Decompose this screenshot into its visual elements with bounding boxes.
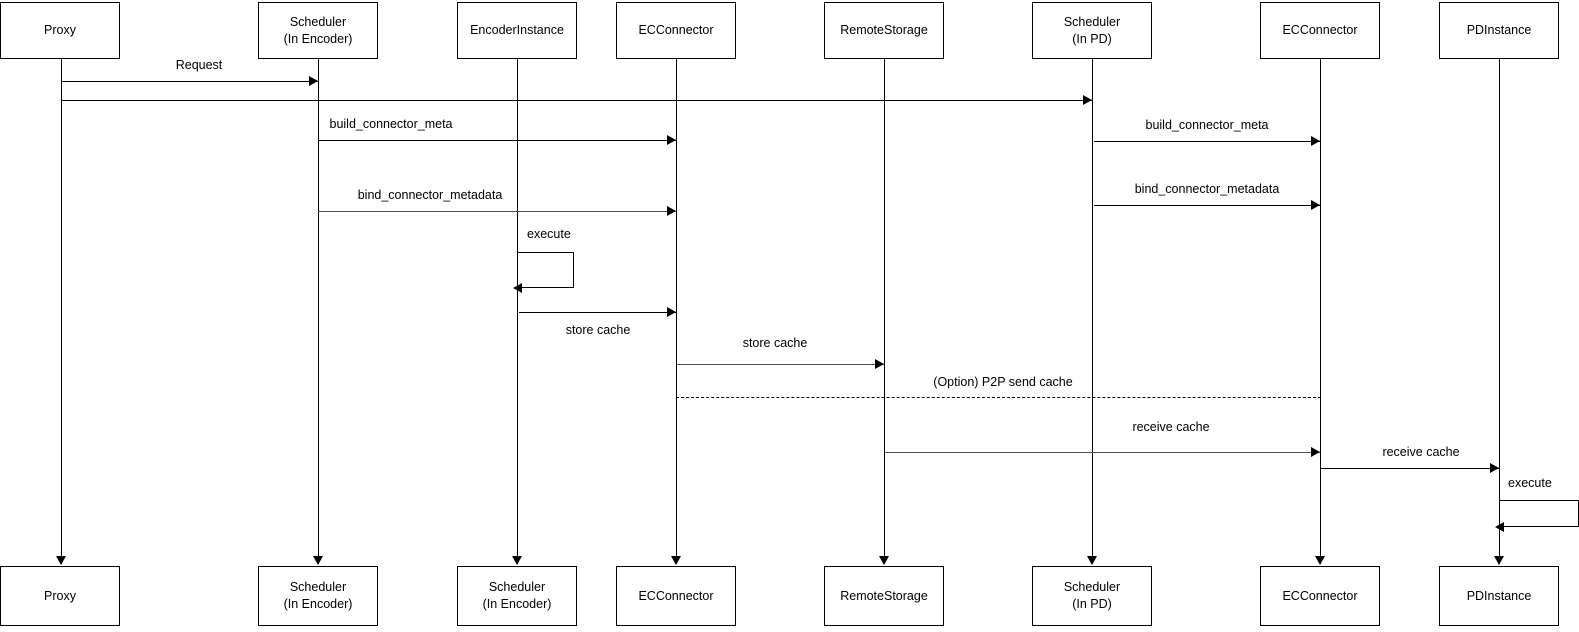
participant-top-scheduler-enc[interactable]: Scheduler (In Encoder)	[258, 2, 378, 59]
self-loop-execute-pd	[1500, 500, 1579, 527]
message-line-bind-connector-meta-enc	[318, 211, 676, 212]
participant-bottom-encoder-inst[interactable]: Scheduler (In Encoder)	[457, 566, 577, 626]
participant-sublabel: (In PD)	[1072, 31, 1112, 46]
participant-label: RemoteStorage	[840, 588, 928, 603]
message-arrow-build-connector-meta-enc	[667, 135, 676, 145]
participant-bottom-pdinstance[interactable]: PDInstance	[1439, 566, 1559, 626]
lifeline-end-arrow-ecconnector-1	[671, 556, 681, 565]
message-arrow-request	[309, 76, 318, 86]
participant-sublabel: (In PD)	[1072, 597, 1112, 611]
participant-bottom-ecconnector-1[interactable]: ECConnector	[616, 566, 736, 626]
message-line-bind-connector-meta-pd	[1094, 205, 1320, 206]
message-label-receive-cache-remote: receive cache	[1132, 420, 1210, 434]
lifeline-scheduler-pd	[1092, 59, 1093, 564]
lifeline-end-arrow-pdinstance	[1494, 556, 1504, 565]
lifeline-proxy	[61, 59, 62, 564]
participant-sublabel: (In Encoder)	[283, 31, 353, 46]
message-arrow-build-connector-meta-pd	[1311, 136, 1320, 146]
participant-label: ECConnector	[1282, 588, 1358, 603]
participant-label: Scheduler	[488, 580, 546, 595]
participant-top-encoder-inst[interactable]: EncoderInstance	[457, 2, 577, 59]
message-label-build-connector-meta-pd: build_connector_meta	[1145, 118, 1269, 132]
message-label-p2p-send-cache: (Option) P2P send cache	[933, 375, 1073, 389]
participant-label: Scheduler	[1063, 14, 1121, 29]
participant-bottom-remotestorage[interactable]: RemoteStorage	[824, 566, 944, 626]
participant-bottom-ecconnector-2[interactable]: ECConnector	[1260, 566, 1380, 626]
participant-top-ecconnector-2[interactable]: ECConnector	[1260, 2, 1380, 59]
message-label-store-cache-local: store cache	[565, 323, 631, 337]
participant-bottom-scheduler-enc[interactable]: Scheduler (In Encoder)	[258, 566, 378, 626]
lifeline-encoder-inst	[517, 59, 518, 564]
message-label-bind-connector-meta-enc: bind_connector_metadata	[357, 188, 503, 202]
participant-label: Scheduler	[289, 580, 347, 595]
lifeline-end-arrow-remotestorage	[879, 556, 889, 565]
message-label-store-cache-remote: store cache	[742, 336, 808, 350]
message-line-store-cache-local	[519, 312, 676, 313]
message-arrow-execute-encoder	[513, 283, 522, 293]
participant-label: PDInstance	[1466, 588, 1532, 603]
message-line-request	[61, 81, 318, 82]
message-arrow-receive-cache-remote	[1311, 447, 1320, 457]
participant-label: PDInstance	[1466, 23, 1532, 38]
participant-top-remotestorage[interactable]: RemoteStorage	[824, 2, 944, 59]
participant-label: RemoteStorage	[840, 23, 928, 38]
lifeline-end-arrow-scheduler-enc	[313, 556, 323, 565]
lifeline-end-arrow-scheduler-pd	[1087, 556, 1097, 565]
participant-sublabel: (In Encoder)	[283, 597, 353, 611]
message-arrow-store-cache-remote	[875, 359, 884, 369]
lifeline-remotestorage	[884, 59, 885, 564]
message-line-build-connector-meta-enc	[318, 140, 676, 141]
participant-label: Scheduler	[289, 14, 347, 29]
message-arrow-receive-cache-pd	[1490, 463, 1499, 473]
message-line-p2p-send-cache	[676, 397, 1321, 398]
participant-top-proxy[interactable]: Proxy	[0, 2, 120, 59]
participant-label: EncoderInstance	[470, 23, 564, 38]
participant-label: ECConnector	[1282, 23, 1358, 38]
message-line-receive-cache-remote	[885, 452, 1320, 453]
message-arrow-proxy-to-scheduler-pd	[1083, 95, 1092, 105]
lifeline-ecconnector-2	[1320, 59, 1321, 564]
message-label-request: Request	[175, 58, 223, 72]
lifeline-scheduler-enc	[318, 59, 319, 564]
lifeline-end-arrow-encoder-inst	[512, 556, 522, 565]
message-label-execute-pd: execute	[1508, 476, 1552, 490]
self-loop-execute-encoder	[518, 252, 574, 288]
message-line-store-cache-remote	[677, 364, 884, 365]
message-arrow-bind-connector-meta-enc	[667, 206, 676, 216]
participant-top-pdinstance[interactable]: PDInstance	[1439, 2, 1559, 59]
participant-label: Scheduler	[1063, 580, 1121, 595]
participant-top-ecconnector-1[interactable]: ECConnector	[616, 2, 736, 59]
participant-label: ECConnector	[638, 23, 714, 38]
participant-label: Proxy	[44, 23, 76, 38]
lifeline-pdinstance	[1499, 59, 1500, 564]
message-line-receive-cache-pd	[1321, 468, 1499, 469]
participant-bottom-scheduler-pd[interactable]: Scheduler (In PD)	[1032, 566, 1152, 626]
message-line-proxy-to-scheduler-pd	[61, 100, 1092, 101]
message-arrow-execute-pd	[1495, 522, 1504, 532]
lifeline-end-arrow-proxy	[56, 556, 66, 565]
message-label-build-connector-meta-enc: build_connector_meta	[329, 117, 453, 131]
participant-sublabel: (In Encoder)	[482, 597, 552, 611]
message-arrow-bind-connector-meta-pd	[1311, 200, 1320, 210]
message-label-receive-cache-pd: receive cache	[1382, 445, 1460, 459]
participant-label: ECConnector	[638, 588, 714, 603]
participant-label: Proxy	[44, 588, 76, 603]
participant-bottom-proxy[interactable]: Proxy	[0, 566, 120, 626]
participant-top-scheduler-pd[interactable]: Scheduler (In PD)	[1032, 2, 1152, 59]
message-line-build-connector-meta-pd	[1094, 141, 1320, 142]
message-label-bind-connector-meta-pd: bind_connector_metadata	[1134, 182, 1280, 196]
message-label-execute-encoder: execute	[527, 227, 571, 241]
lifeline-end-arrow-ecconnector-2	[1315, 556, 1325, 565]
message-arrow-store-cache-local	[667, 307, 676, 317]
lifeline-ecconnector-1	[676, 59, 677, 564]
